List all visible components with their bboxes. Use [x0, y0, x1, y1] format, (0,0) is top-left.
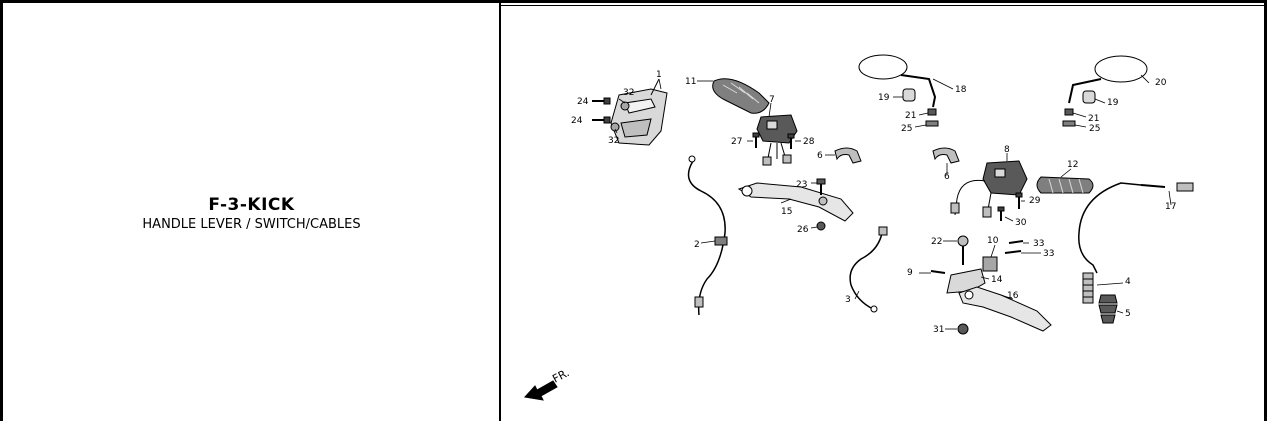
- part-26-nut: [816, 221, 826, 231]
- part-23-bolt: [816, 178, 826, 195]
- callout-11: 11: [685, 77, 696, 87]
- title-panel: F-3-KICK HANDLE LEVER / SWITCH/CABLES: [3, 3, 500, 421]
- callout-14: 14: [991, 275, 1003, 285]
- part-32-washer-lower: [610, 122, 620, 132]
- callout-33-upper: 33: [1033, 239, 1044, 249]
- panel-divider: [499, 3, 501, 421]
- part-24-screw-upper: [592, 97, 611, 105]
- callout-22: 22: [931, 237, 942, 247]
- callout-24-upper: 24: [577, 97, 589, 107]
- part-12-right-grip: [1036, 176, 1094, 194]
- callout-28: 28: [803, 137, 815, 147]
- leader-lines: [614, 74, 1172, 330]
- callout-labels: 1 2 3 4 5 6 6 7 8 9 10 11 12 14 15 16 17…: [571, 70, 1176, 335]
- callout-16: 16: [1007, 291, 1019, 301]
- callout-2: 2: [694, 240, 700, 250]
- part-21-nut-right: [1064, 108, 1074, 116]
- callout-25-right: 25: [1089, 124, 1100, 134]
- part-2-throttle-cable: [687, 155, 728, 316]
- part-24-screw-lower: [592, 116, 611, 124]
- part-7-left-switch: [756, 114, 798, 166]
- part-19-boot-right: [1082, 90, 1096, 104]
- front-direction-arrow-icon: [524, 380, 558, 401]
- callout-9: 9: [907, 268, 913, 278]
- part-6-right-clamp: [932, 147, 960, 164]
- callout-8: 8: [1004, 145, 1010, 155]
- callout-21-left: 21: [905, 111, 916, 121]
- part-27-screw: [752, 132, 760, 148]
- part-18-left-mirror: [858, 54, 937, 108]
- part-29-screw: [1015, 192, 1023, 209]
- callout-30: 30: [1015, 218, 1027, 228]
- part-21-nut-left: [927, 108, 937, 116]
- callout-19-right: 19: [1107, 98, 1119, 108]
- callout-29: 29: [1029, 196, 1041, 206]
- callout-7: 7: [769, 95, 775, 105]
- part-16-lever: [958, 286, 1052, 332]
- part-25-washer-right: [1062, 120, 1076, 127]
- part-33-screw-lower: [1004, 250, 1022, 254]
- part-30-screw: [997, 206, 1005, 221]
- part-33-screw-upper: [1008, 240, 1024, 244]
- page-subtitle: HANDLE LEVER / SWITCH/CABLES: [142, 217, 361, 232]
- part-31-nut: [957, 323, 969, 335]
- diagram-top-rule: [501, 5, 1264, 421]
- callout-32-lower: 32: [608, 136, 619, 146]
- callout-10: 10: [987, 236, 999, 246]
- part-25-washer-left: [925, 120, 939, 127]
- callout-21-right: 21: [1088, 114, 1099, 124]
- callout-3: 3: [845, 295, 851, 305]
- part-15-brake-lever: [737, 182, 854, 222]
- callout-23: 23: [796, 180, 807, 190]
- callout-26: 26: [797, 225, 809, 235]
- callout-6-left: 6: [817, 151, 823, 161]
- callout-33-lower: 33: [1043, 249, 1054, 259]
- title-block: F-3-KICK HANDLE LEVER / SWITCH/CABLES: [3, 195, 500, 232]
- part-10-holder: [982, 256, 998, 272]
- part-20-right-mirror: [1068, 55, 1148, 104]
- callout-18: 18: [955, 85, 967, 95]
- callout-31: 31: [933, 325, 944, 335]
- part-19-boot-left: [902, 88, 916, 102]
- callout-25-left: 25: [901, 124, 912, 134]
- callout-5: 5: [1125, 309, 1131, 319]
- part-6-left-clamp: [834, 147, 862, 164]
- part-22-pivot-bolt: [957, 235, 969, 265]
- callout-6-right: 6: [944, 172, 950, 182]
- callout-12: 12: [1067, 160, 1078, 170]
- part-32-washer-upper: [620, 101, 630, 111]
- callout-17: 17: [1165, 202, 1176, 212]
- part-11-left-grip: [712, 78, 770, 114]
- callout-4: 4: [1125, 277, 1131, 287]
- diagram-svg: 1 2 3 4 5 6 6 7 8 9 10 11 12 14 15 16 17…: [524, 54, 1194, 401]
- part-3-cable: [849, 226, 888, 313]
- callout-27: 27: [731, 137, 742, 147]
- callout-15: 15: [781, 207, 792, 217]
- exploded-parts-diagram: 1 2 3 4 5 6 6 7 8 9 10 11 12 14 15 16 17…: [501, 3, 1264, 421]
- part-4-adjuster: [1082, 272, 1094, 304]
- part-5-rubber-boot: [1098, 294, 1118, 324]
- callout-1: 1: [656, 70, 662, 80]
- callout-24-lower: 24: [571, 116, 583, 126]
- page-title: F-3-KICK: [208, 195, 295, 215]
- callout-20: 20: [1155, 78, 1167, 88]
- part-17-brake-cable: [1078, 182, 1194, 274]
- callout-19-left: 19: [878, 93, 890, 103]
- part-9-pin: [930, 270, 946, 274]
- callout-32-upper: 32: [623, 88, 634, 98]
- part-8-right-switch: [950, 160, 1028, 218]
- part-28-screw: [787, 133, 795, 149]
